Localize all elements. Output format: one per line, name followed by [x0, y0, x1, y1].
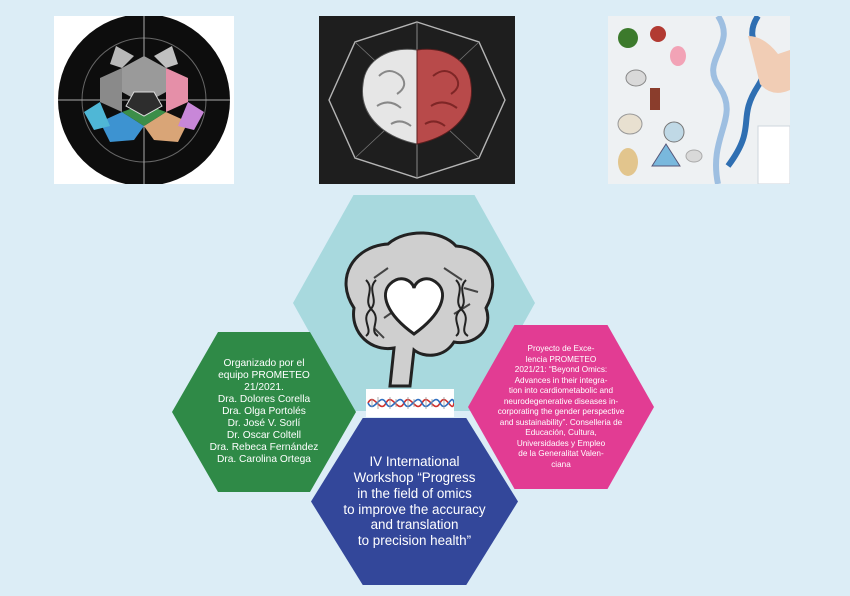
organizers-line: Dra. Olga Portolés: [222, 405, 306, 417]
brain-heart-illustration: [319, 16, 515, 184]
project-line: lencia PROMETEO: [525, 354, 597, 364]
brain-heart-image: [319, 16, 515, 184]
organizers-line: Dra. Dolores Corella: [217, 393, 311, 405]
brain-heart-icon: [344, 231, 495, 388]
project-line: 2021/21: “Beyond Omics:: [514, 365, 608, 374]
project-line: ciana: [551, 459, 571, 469]
project-text: Proyecto de Exce- lencia PROMETEO 2021/2…: [476, 344, 647, 470]
project-hexagon: Proyecto de Exce- lencia PROMETEO 2021/2…: [468, 325, 654, 489]
workshop-hexagon: IV International Workshop “Progress in t…: [311, 418, 518, 585]
workshop-line: Workshop “Progress: [353, 469, 476, 485]
project-line: corporating the gender perspective: [497, 407, 625, 416]
organizers-line: Dr. Oscar Coltell: [226, 430, 302, 442]
dna-science-image: [608, 16, 790, 184]
project-line: Proyecto de Exce-: [527, 344, 595, 353]
dna-hand-illustration: [608, 16, 790, 184]
organizers-line: Dra. Rebeca Fernández: [209, 442, 319, 454]
project-line: Advances in their integra-: [514, 375, 608, 385]
project-line: neurodegenerative diseases in-: [503, 396, 619, 406]
organizers-line: Organizado por el: [223, 357, 305, 369]
project-line: and sustainability”. Conselleria de: [499, 417, 623, 427]
omics-diagram-image: [54, 16, 234, 184]
organizers-line: Dr. José V. Sorlí: [227, 418, 301, 430]
dna-helix-icon: [367, 397, 454, 409]
workshop-line: IV International: [369, 454, 460, 470]
workshop-title: IV International Workshop “Progress in t…: [333, 454, 495, 549]
workshop-line: and translation: [370, 517, 459, 533]
workshop-line: to improve the accuracy: [343, 501, 486, 517]
organizers-line: Dra. Carolina Ortega: [216, 454, 311, 466]
dna-strip-image: [366, 389, 454, 417]
organizers-line: equipo PROMETEO: [218, 369, 310, 381]
workshop-line: to precision health”: [357, 533, 472, 549]
organizers-line: 21/2021.: [244, 381, 284, 393]
project-line: de la Generalitat Valen-: [518, 449, 604, 458]
omics-wheel-illustration: [58, 16, 230, 184]
project-line: tion into cardiometabolic and: [508, 386, 614, 395]
project-line: Educación, Cultura,: [525, 428, 597, 437]
workshop-line: in the field of omics: [357, 485, 472, 501]
organizers-text: Organizado por el equipo PROMETEO 21/202…: [202, 358, 327, 466]
project-line: Universidades y Empleo: [516, 438, 606, 448]
